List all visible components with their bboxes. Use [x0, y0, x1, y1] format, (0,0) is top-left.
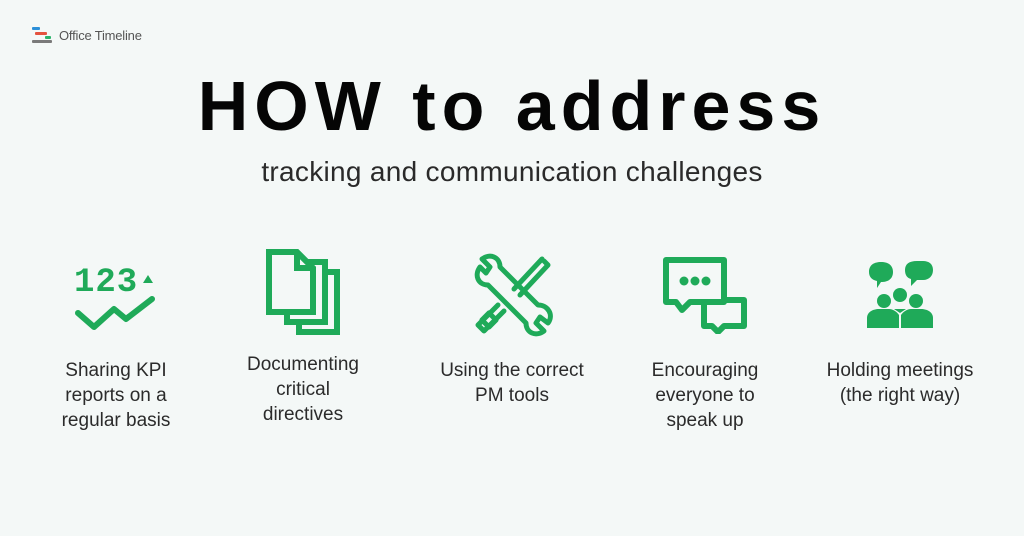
- brand-name: Office Timeline: [59, 27, 142, 43]
- item-speak-up: Encouraging everyone to speak up: [610, 250, 800, 433]
- item-label: Sharing KPI reports on a regular basis: [61, 360, 171, 431]
- meeting-group-icon: [805, 250, 995, 340]
- svg-text:123: 123: [74, 264, 138, 302]
- tools-icon: [417, 250, 607, 340]
- page-subtitle: tracking and communication challenges: [261, 156, 763, 187]
- item-label: Encouraging everyone to speak up: [651, 360, 759, 431]
- chat-bubbles-icon: [610, 250, 800, 340]
- item-kpi-reports: 123 Sharing KPI reports on a regular bas…: [21, 250, 211, 433]
- item-label: Documenting critical directives: [247, 354, 359, 425]
- page-title: HOW to address: [197, 67, 827, 145]
- item-label: Using the correct PM tools: [440, 360, 584, 406]
- office-timeline-logo-icon: [32, 27, 52, 43]
- kpi-chart-icon: 123: [21, 250, 211, 340]
- documents-icon: [208, 244, 398, 340]
- item-documenting: Documenting critical directives: [208, 244, 398, 427]
- brand-header: Office Timeline: [32, 27, 142, 43]
- item-pm-tools: Using the correct PM tools: [417, 250, 607, 408]
- item-meetings: Holding meetings (the right way): [805, 250, 995, 408]
- item-label: Holding meetings (the right way): [826, 360, 974, 406]
